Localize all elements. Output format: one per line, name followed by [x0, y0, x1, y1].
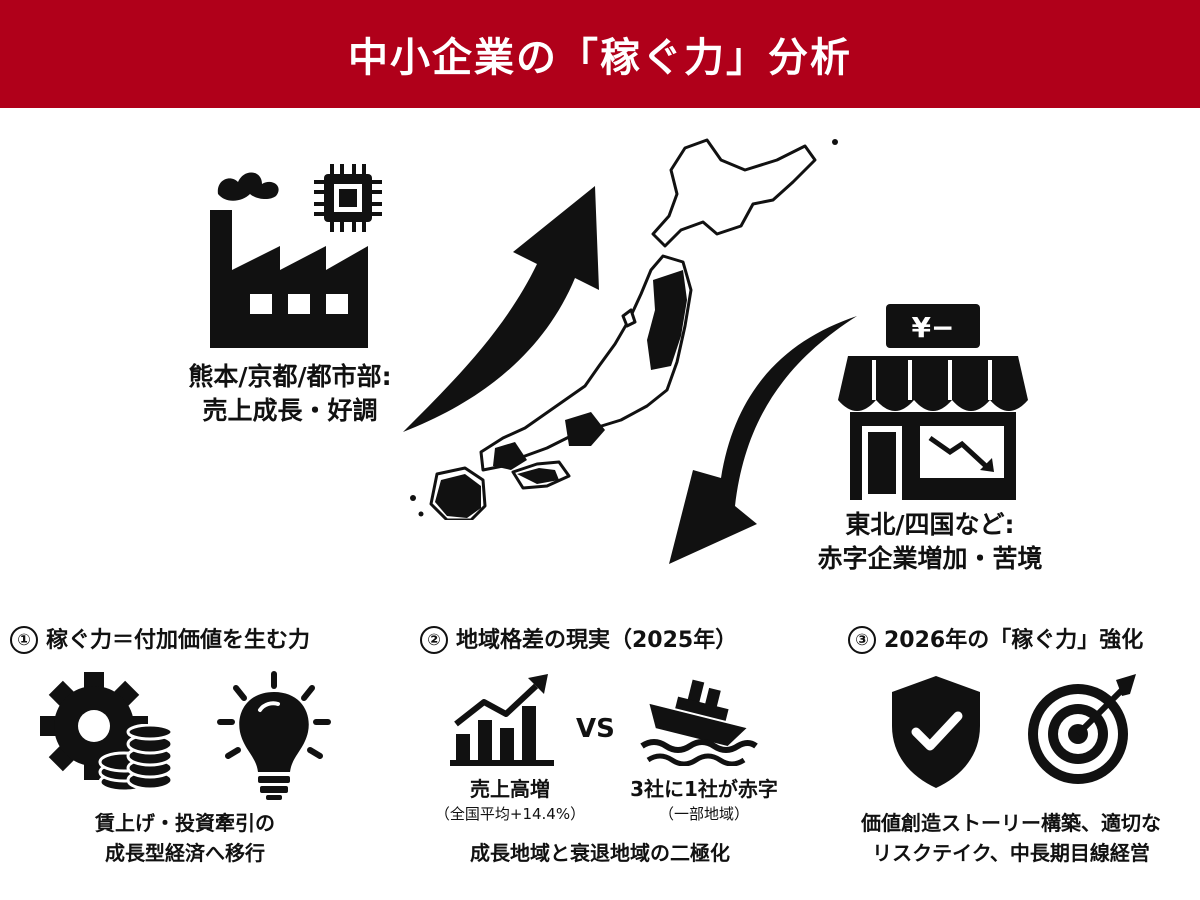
section-2-right-sub: （一部地域）: [658, 805, 749, 823]
section-1-caption: 賃上げ・投資牽引の 成長型経済へ移行: [95, 811, 275, 865]
page-title: 中小企業の「稼ぐ力」分析: [348, 35, 852, 81]
section-2-left: 売上高増 （全国平均+14.4%）: [410, 774, 610, 824]
target-icon: [1024, 672, 1144, 790]
hero-right-label: 東北/四国など: 赤字企業増加・苦境: [817, 510, 1043, 573]
section-2-right: 3社に1社が赤字 （一部地域）: [614, 774, 794, 824]
shop-icon: ¥−: [838, 300, 1028, 500]
growth-chart-icon: [450, 672, 560, 768]
japan-map-icon: [385, 130, 845, 520]
shop-sign-text: ¥−: [912, 311, 955, 344]
coins-icon: [96, 724, 176, 794]
section-2-number: ②: [420, 626, 448, 654]
sinking-ship-icon: [638, 676, 758, 766]
section-2-left-sub: （全国平均+14.4%）: [434, 805, 586, 823]
chip-icon: [310, 160, 386, 236]
header-bar: 中小企業の「稼ぐ力」分析: [0, 0, 1200, 108]
hero-left-label: 熊本/京都/都市部: 売上成長・好調: [188, 362, 392, 425]
factory-icon: [188, 158, 378, 348]
lightbulb-icon: [214, 670, 334, 800]
section-3-number: ③: [848, 626, 876, 654]
section-2-right-caption: 3社に1社が赤字: [630, 777, 778, 801]
gear-icon: [36, 672, 166, 792]
up-arrow-icon: [395, 180, 615, 440]
section-1-number: ①: [10, 626, 38, 654]
vs-label: VS: [576, 714, 615, 744]
down-arrow-icon: [635, 310, 865, 570]
shield-check-icon: [886, 672, 986, 790]
section-3-caption: 価値創造ストーリー構築、適切な リスクテイク、中長期目線経営: [861, 811, 1161, 865]
section-2-left-caption: 売上高増: [470, 777, 550, 801]
section-2-caption: 成長地域と衰退地域の二極化: [470, 841, 730, 865]
